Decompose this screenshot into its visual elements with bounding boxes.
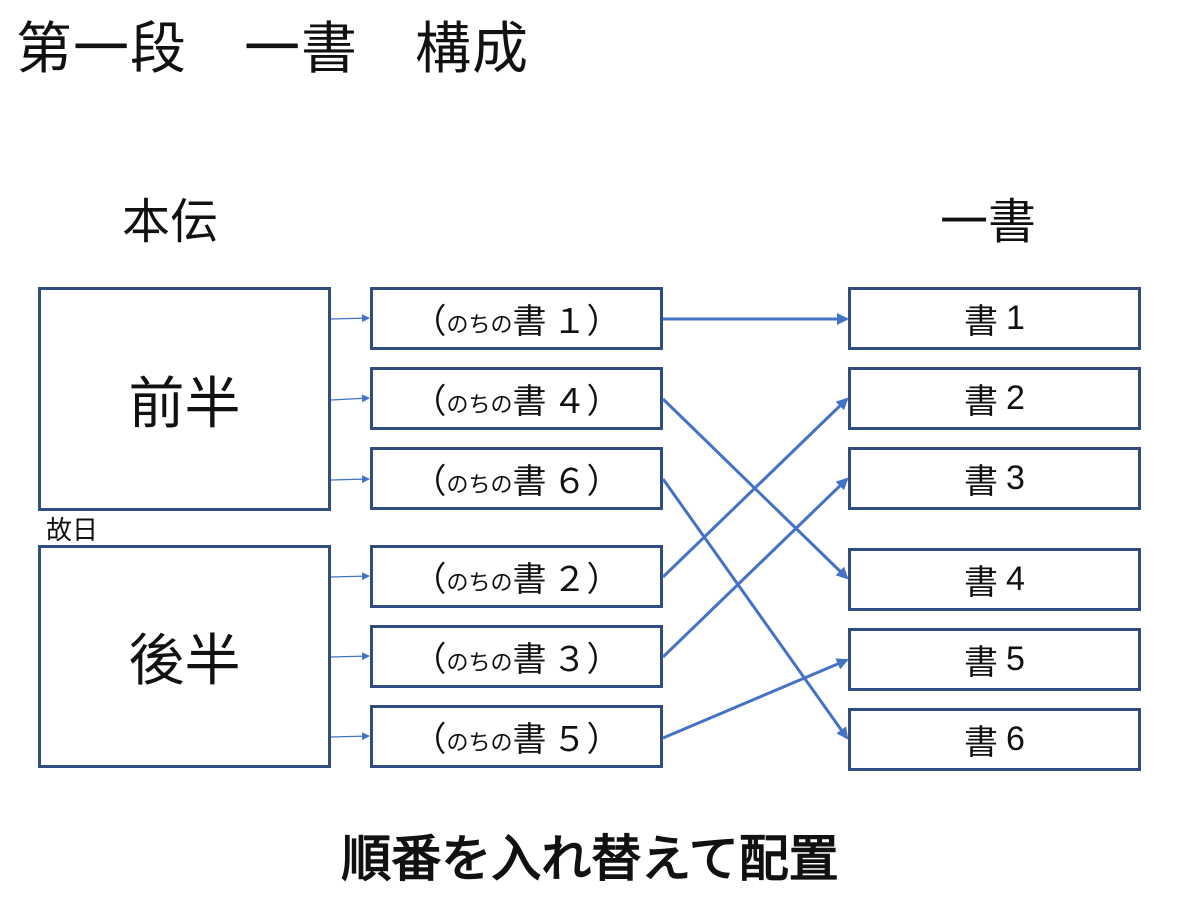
arrow-first-half-to-middle (330, 394, 370, 403)
middle-item-number: ２ (552, 561, 587, 599)
middle-item-open-paren: （ (412, 462, 447, 502)
middle-item-number: ３ (552, 641, 587, 679)
arrow-second-half-to-middle (330, 572, 370, 581)
middle-item-close-paren: ） (586, 382, 621, 422)
middle-item-book: 書 (512, 382, 547, 422)
middle-item-close-paren: ） (586, 640, 621, 680)
middle-item-small-text: のちの (446, 392, 513, 418)
right-item-book: 書 (964, 302, 999, 342)
arrow-later-6-to-book-6 (661, 478, 849, 740)
right-item-number: 5 (1006, 640, 1025, 678)
middle-item-open-paren: （ (412, 560, 447, 600)
middle-item-open-paren: （ (412, 382, 447, 422)
right-item-number: 6 (1006, 720, 1025, 758)
arrow-later-5-to-book-5 (662, 658, 849, 740)
right-item-number: 3 (1006, 459, 1025, 497)
second-half-label: 後半 (128, 629, 241, 694)
first-half-box: 前半 (38, 287, 331, 511)
middle-item-number: ４ (552, 383, 587, 421)
arrow-second-half-to-middle (330, 652, 370, 661)
middle-item-book: 書 (512, 462, 547, 502)
first-half-label: 前半 (128, 371, 241, 437)
arrow-later-2-to-book-2 (661, 397, 849, 579)
middle-item-small-text: のちの (446, 730, 513, 756)
middle-item-small-text: のちの (446, 472, 513, 498)
middle-item-book: 書 (512, 560, 547, 600)
right-item-book: 書 (964, 382, 999, 422)
middle-item-small-text: のちの (446, 650, 513, 676)
middle-item-close-paren: ） (586, 720, 621, 760)
arrow-later-3-to-book-3 (661, 477, 849, 659)
middle-item-open-paren: （ (412, 302, 447, 342)
middle-item-open-paren: （ (412, 640, 447, 680)
right-item-number: 4 (1006, 560, 1025, 598)
arrow-first-half-to-middle (330, 314, 370, 323)
middle-item-open-paren: （ (412, 720, 447, 760)
right-item-number: 2 (1006, 379, 1025, 417)
left-column-heading: 本伝 (122, 194, 219, 250)
right-item-book: 書 (964, 563, 999, 603)
middle-item-close-paren: ） (586, 302, 621, 342)
note-label: 故日 (46, 516, 99, 546)
middle-item-book: 書 (512, 302, 547, 342)
page-title: 第一段 一書 構成 (16, 17, 529, 82)
arrow-first-half-to-middle (330, 475, 370, 484)
right-item-book: 書 (964, 462, 999, 502)
middle-item-book: 書 (512, 720, 547, 760)
middle-item-close-paren: ） (586, 560, 621, 600)
middle-item-small-text: のちの (446, 570, 513, 596)
right-item-book: 書 (964, 643, 999, 683)
middle-item-book: 書 (512, 640, 547, 680)
arrow-second-half-to-middle (330, 732, 370, 741)
middle-item-small-text: のちの (446, 312, 513, 338)
right-column-heading: 一書 (940, 194, 1037, 250)
right-item-number: 1 (1006, 299, 1025, 337)
right-item-book: 書 (964, 723, 999, 763)
second-half-box: 後半 (38, 545, 331, 768)
middle-item-number: ６ (552, 463, 587, 501)
middle-item-number: ５ (552, 721, 587, 759)
caption-text: 順番を入れ替えて配置 (341, 830, 839, 888)
middle-item-close-paren: ） (586, 462, 621, 502)
middle-item-number: １ (552, 303, 587, 341)
